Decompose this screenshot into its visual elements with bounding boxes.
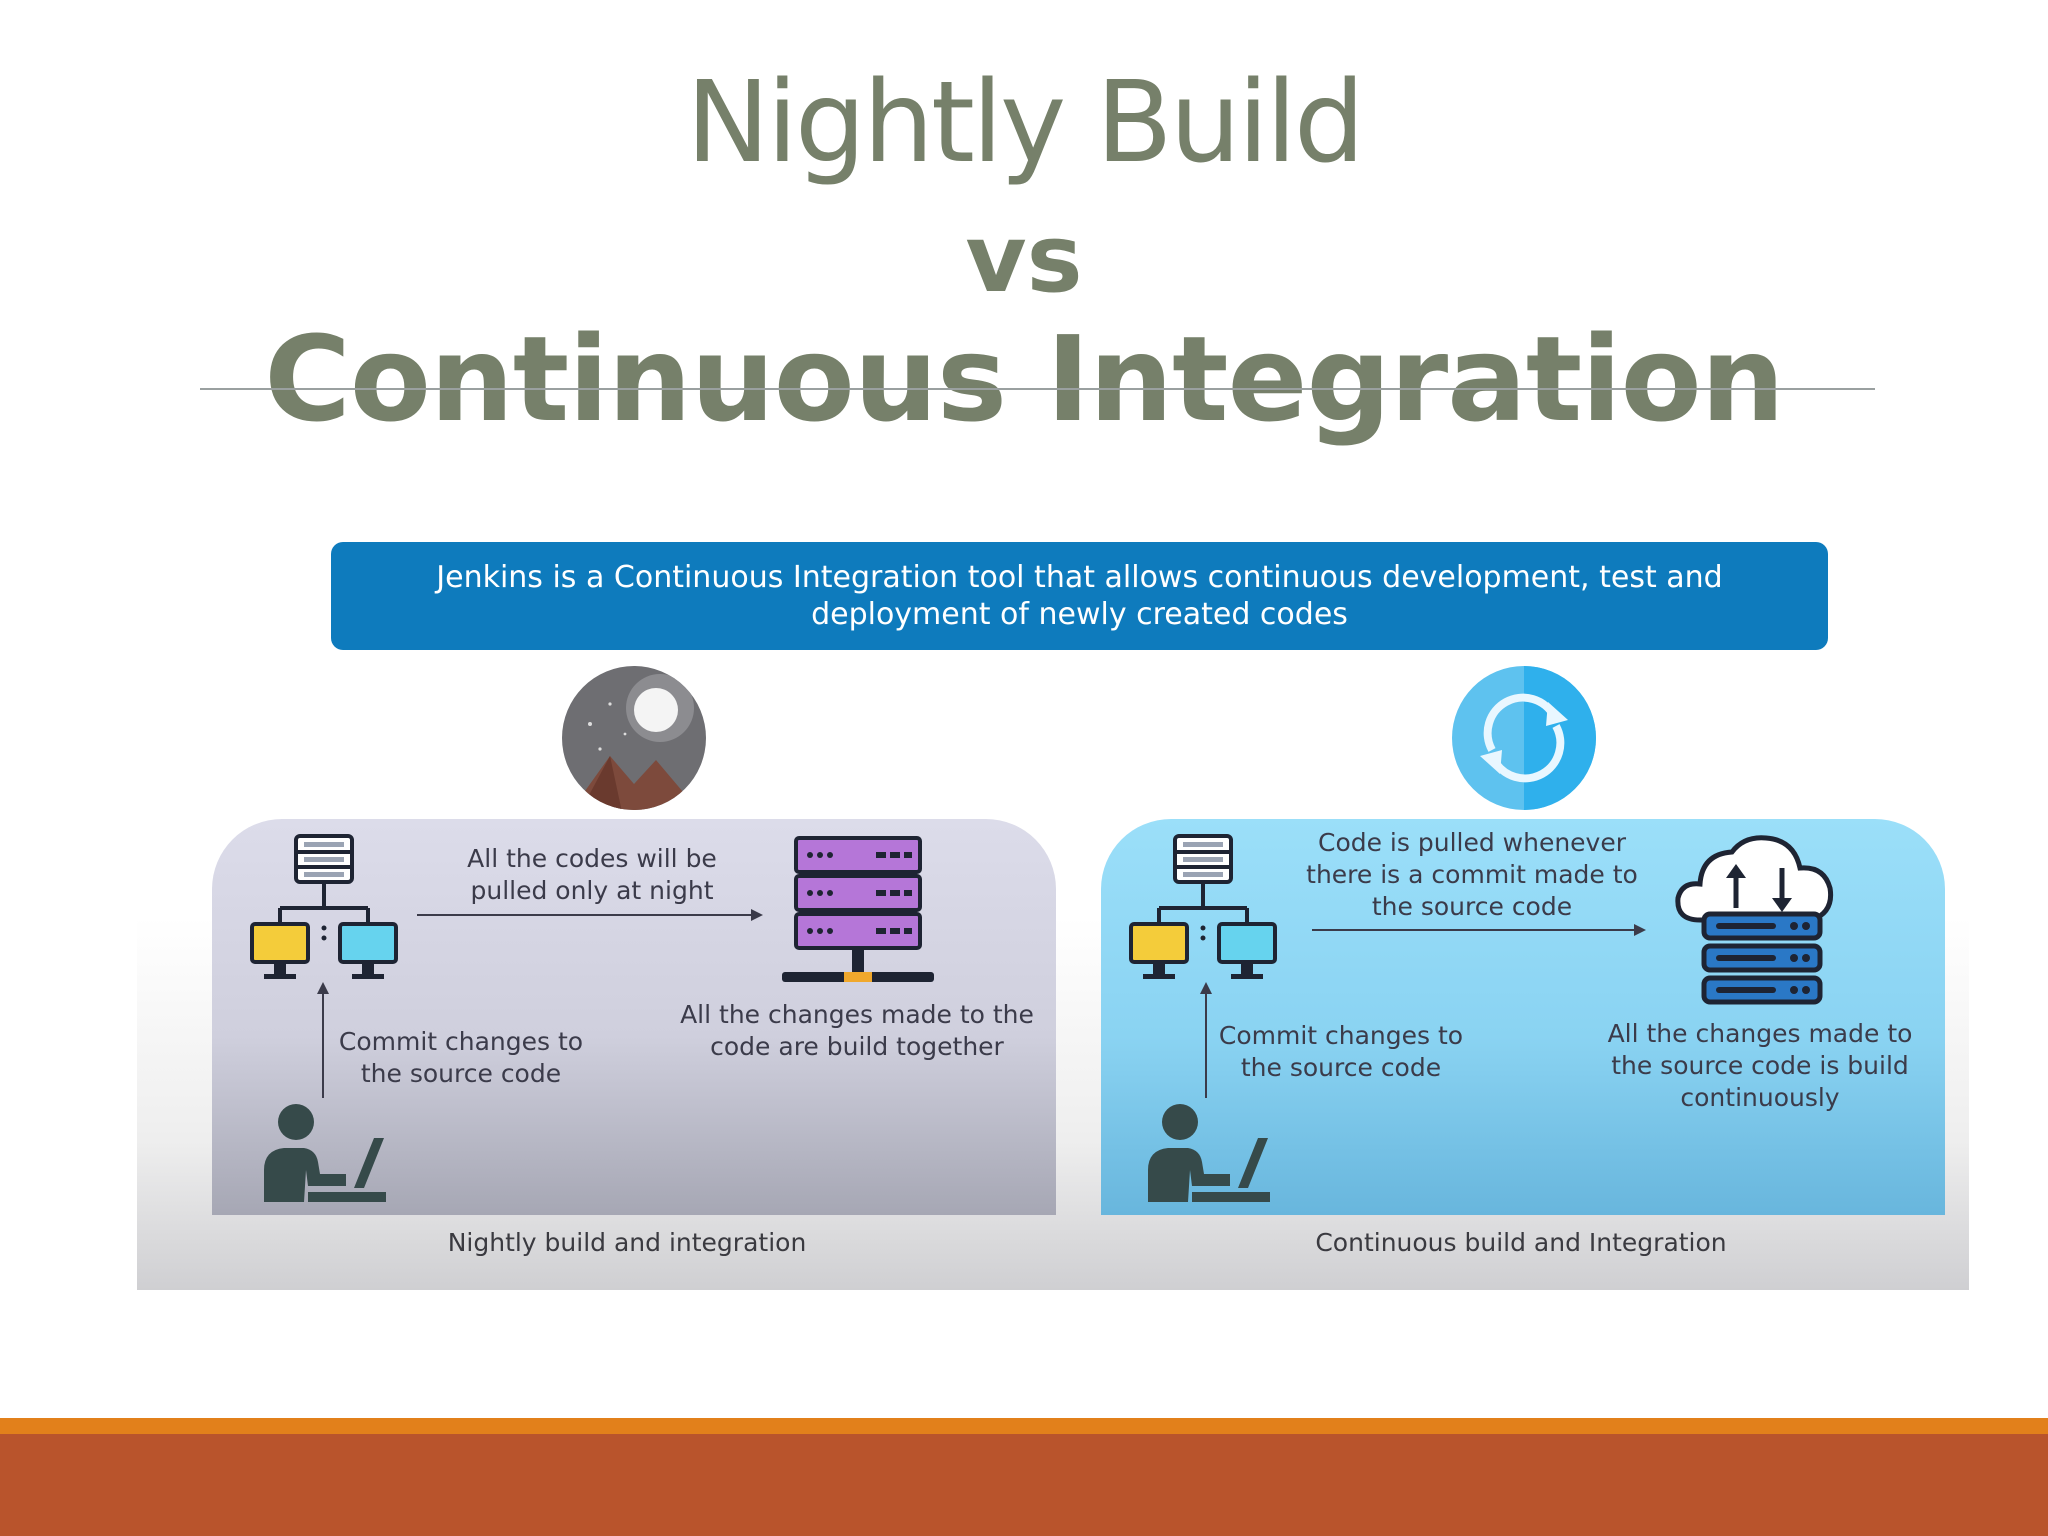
nightly-build-label: All the changes made to the code are bui… — [680, 1000, 1034, 1061]
title-nightly-build: Nightly Build — [685, 58, 1365, 188]
continuous-pull-arrow — [1312, 924, 1646, 936]
continuous-commit-arrow — [1200, 982, 1212, 1098]
nightly-pull-arrow — [417, 909, 763, 921]
title-divider — [200, 388, 1875, 390]
title-continuous-integration: Continuous Integration — [264, 310, 1785, 448]
nightly-commit-arrow — [317, 982, 329, 1098]
network-server-icon — [250, 834, 398, 979]
nightly-commit-label: Commit changes to the source code — [338, 1027, 584, 1088]
network-server-icon — [1129, 834, 1277, 979]
nightly-arrow-label: All the codes will be pulled only at nig… — [467, 844, 717, 905]
developer-laptop-icon — [264, 1104, 386, 1202]
nightly-caption: Nightly build and integration — [447, 1228, 807, 1257]
jenkins-banner: Jenkins is a Continuous Integration tool… — [331, 542, 1828, 650]
developer-laptop-icon — [1148, 1104, 1270, 1202]
continuous-caption: Continuous build and Integration — [1315, 1228, 1727, 1257]
footer-bar — [0, 1434, 2048, 1536]
continuous-build-label: All the changes made to the source code … — [1607, 1019, 1913, 1112]
footer-accent-bar — [0, 1418, 2048, 1434]
cloud-server-icon — [1675, 835, 1834, 1005]
banner-text: Jenkins is a Continuous Integration tool… — [436, 560, 1723, 632]
moon-night-icon — [562, 666, 706, 810]
title-vs: vs — [965, 205, 1083, 314]
server-rack-icon — [782, 836, 934, 982]
sync-icon — [1452, 666, 1596, 810]
continuous-commit-label: Commit changes to the source code — [1218, 1021, 1464, 1082]
continuous-arrow-label: Code is pulled whenever there is a commi… — [1306, 828, 1638, 921]
